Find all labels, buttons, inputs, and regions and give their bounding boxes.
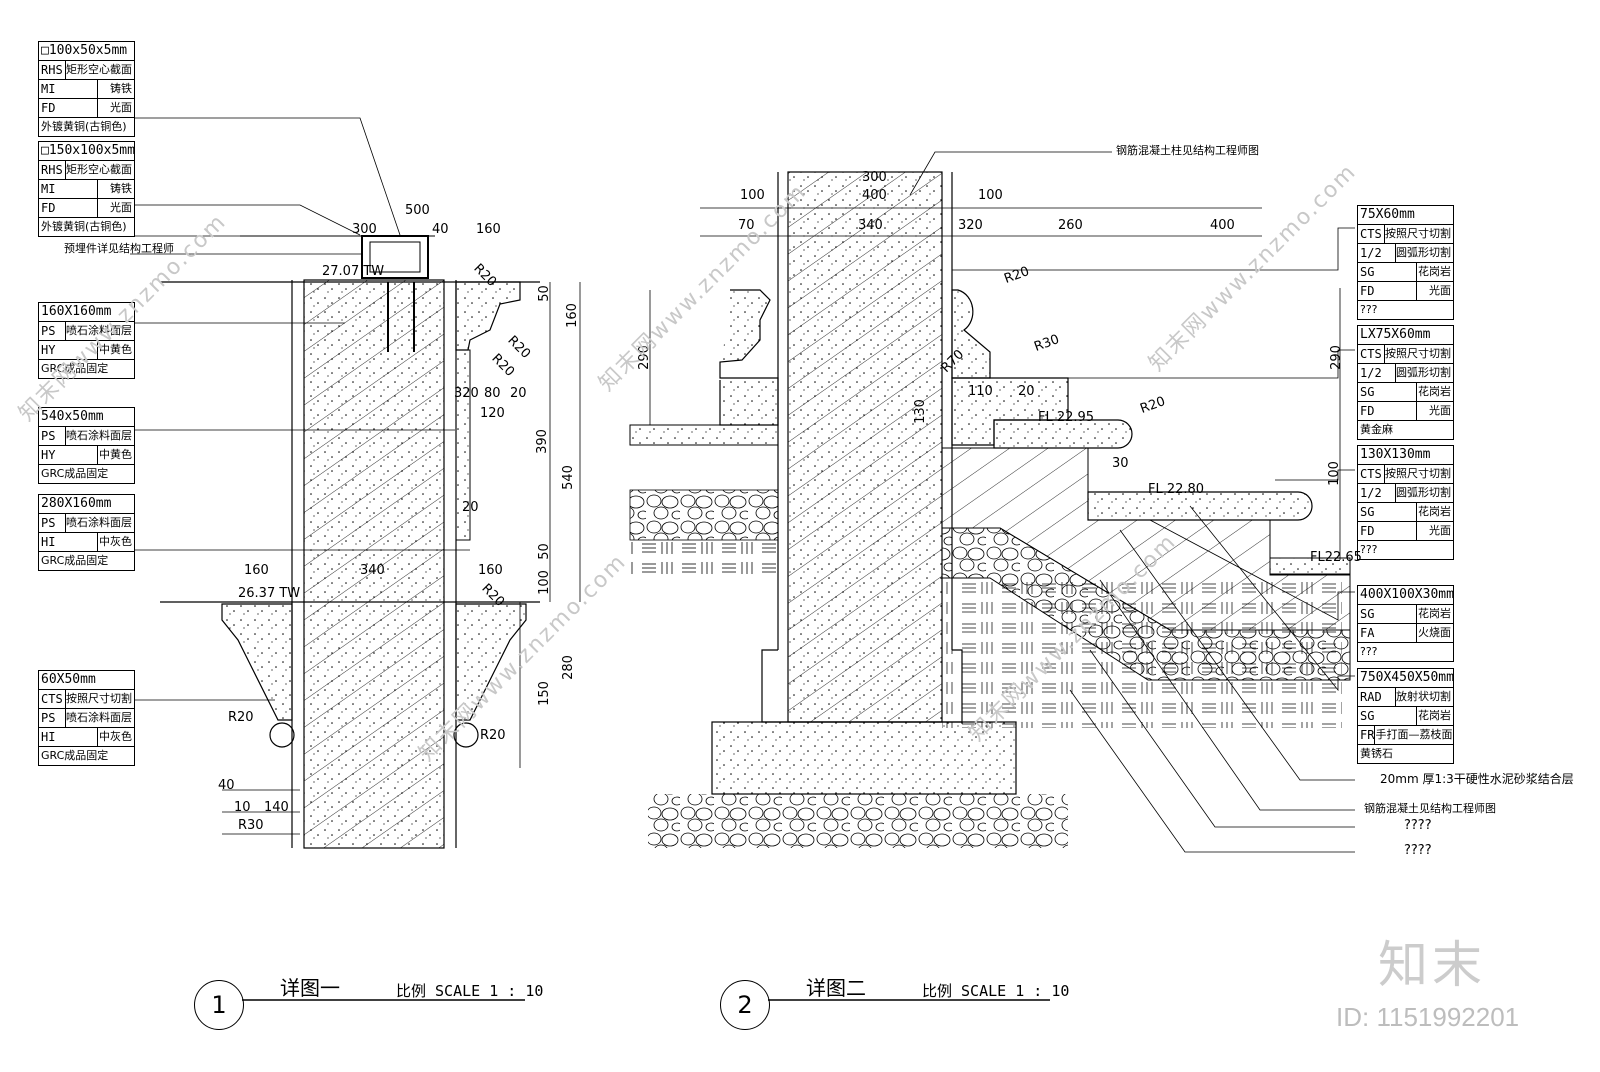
level-mark-2: 26.37 TW (238, 586, 301, 601)
dim: 40 (432, 222, 449, 237)
level-mark-fl2: FL 22.80 (1148, 482, 1205, 497)
dim: 400 (1210, 218, 1235, 233)
dim: 120 (480, 406, 505, 421)
detail2-leader-lines (649, 151, 1355, 853)
dim: 70 (738, 218, 755, 233)
dim: 160 (478, 563, 503, 578)
detail2-scale: 比例 SCALE 1 : 10 (922, 982, 1070, 1000)
detail2-title: 详图二 (806, 976, 866, 1000)
embed-note: 预埋件详见结构工程师 (64, 242, 174, 255)
mortar-note: 20mm 厚1:3干硬性水泥砂浆结合层 (1380, 772, 1574, 786)
detail2-steps (941, 289, 1351, 728)
structure-note: 钢筋混凝土见结构工程师图 (1364, 802, 1496, 815)
dim: 140 (264, 800, 289, 815)
dim: 260 (1058, 218, 1083, 233)
dim: 100 (978, 188, 1003, 203)
dim: 50 (536, 543, 552, 560)
level-mark-fl1: FL 22.95 (1038, 410, 1095, 425)
dim: 160 (564, 303, 580, 328)
dim: 100 (536, 570, 552, 595)
radius-label: R20 (480, 728, 506, 743)
dim: 160 (244, 563, 269, 578)
detail1-dimension-lines (130, 117, 581, 835)
dim: 100 (1326, 461, 1342, 486)
dim: 390 (534, 429, 550, 454)
column-note: 钢筋混凝土柱见结构工程师图 (1116, 144, 1259, 157)
level-mark-1: 27.07 TW (322, 264, 385, 279)
dim: 500 (405, 203, 430, 218)
unknown-note-2: ???? (1404, 843, 1432, 858)
dim: 320 (958, 218, 983, 233)
dim: 290 (1328, 345, 1344, 370)
dim: 400 (862, 188, 887, 203)
detail1-upper-moulding (455, 281, 521, 541)
detail1-lower-moulding-right (453, 603, 527, 748)
dim: R30 (238, 818, 264, 833)
radius-label: R20 (228, 710, 254, 725)
dim: 280 (560, 655, 576, 680)
dim: 20 (1018, 384, 1035, 399)
dim: 340 (360, 563, 385, 578)
detail2-number: 2 (720, 980, 770, 1030)
level-mark-fl3: FL22.65 (1310, 550, 1362, 565)
dim: 160 (476, 222, 501, 237)
dim: 540 (560, 465, 576, 490)
detail1-scale: 比例 SCALE 1 : 10 (396, 982, 544, 1000)
dim: 300 (352, 222, 377, 237)
dim: 100 (740, 188, 765, 203)
dim: 50 (536, 285, 552, 302)
dim: 30 (1112, 456, 1129, 471)
detail2-left-ground (629, 289, 1068, 848)
dim: 320 (454, 386, 479, 401)
dim: 80 (484, 386, 501, 401)
dim: 300 (862, 170, 887, 185)
dim: 130 (912, 399, 928, 424)
dim: 40 (218, 778, 235, 793)
detail1-wall (160, 279, 540, 849)
brand-logo: 知末 (1378, 936, 1486, 994)
image-id: ID: 1151992201 (1336, 1002, 1520, 1032)
detail1-number: 1 (194, 980, 244, 1030)
detail2-column (711, 171, 1017, 795)
detail1-lower-moulding-left (221, 603, 295, 748)
dim: 150 (536, 681, 552, 706)
dim: 20 (462, 500, 479, 515)
dim: 110 (968, 384, 993, 399)
unknown-note-1: ???? (1404, 818, 1432, 833)
dim: 340 (858, 218, 883, 233)
dim: 20 (510, 386, 527, 401)
detail1-title: 详图一 (280, 976, 340, 1000)
dim: 10 (234, 800, 251, 815)
